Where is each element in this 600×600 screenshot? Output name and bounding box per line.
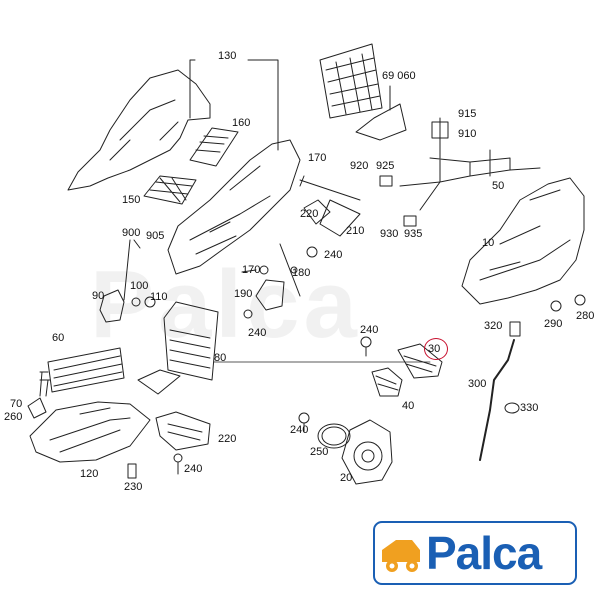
part-220-vent bbox=[155, 411, 211, 451]
part-69060-panel bbox=[319, 43, 383, 119]
part-190-motor bbox=[255, 279, 285, 311]
part-label-69060: 69 060 bbox=[382, 70, 416, 82]
part-label-220: 220 bbox=[300, 208, 319, 220]
part-label-30: 30 bbox=[428, 343, 441, 355]
part-label-20: 20 bbox=[340, 472, 353, 484]
part-130-duct bbox=[67, 69, 211, 191]
part-80-evaporator bbox=[163, 301, 219, 381]
part-label-190: 190 bbox=[234, 288, 253, 300]
part-label-110: 110 bbox=[150, 291, 168, 303]
part-label-160: 160 bbox=[232, 117, 251, 129]
part-label-120: 120 bbox=[80, 468, 99, 480]
part-20-blower bbox=[341, 419, 393, 485]
part-40-resistor bbox=[371, 367, 403, 397]
part-label-260: 260 bbox=[4, 411, 23, 423]
part-label-920: 920 bbox=[350, 160, 369, 172]
part-label-330: 330 bbox=[520, 402, 539, 414]
part-label-70: 70 bbox=[10, 398, 23, 410]
part-label-240a: 240 bbox=[324, 249, 343, 261]
part-50-harness bbox=[399, 149, 541, 211]
part-label-100: 100 bbox=[130, 280, 149, 292]
callout-line-130 bbox=[189, 59, 279, 151]
part-label-90: 90 bbox=[92, 290, 105, 302]
part-label-930: 930 bbox=[380, 228, 399, 240]
part-60-heater-core bbox=[47, 347, 125, 393]
part-160-filter bbox=[189, 127, 239, 167]
logo-frame bbox=[373, 521, 577, 585]
part-label-910: 910 bbox=[458, 128, 477, 140]
highlight-ring bbox=[424, 338, 448, 360]
part-label-240e: 240 bbox=[184, 463, 203, 475]
part-label-180: 180 bbox=[292, 267, 311, 279]
part-300-pipe bbox=[479, 339, 515, 461]
part-label-40: 40 bbox=[402, 400, 415, 412]
part-label-320: 320 bbox=[484, 320, 503, 332]
part-label-150: 150 bbox=[122, 194, 141, 206]
part-label-130: 130 bbox=[218, 50, 237, 62]
part-housing-center bbox=[167, 139, 301, 275]
part-250-ring bbox=[317, 423, 351, 449]
part-label-60: 60 bbox=[52, 332, 65, 344]
part-70-gasket bbox=[27, 397, 47, 419]
part-label-240d: 240 bbox=[290, 424, 309, 436]
part-label-240c: 240 bbox=[248, 327, 267, 339]
part-label-935: 935 bbox=[404, 228, 423, 240]
part-label-300: 300 bbox=[468, 378, 487, 390]
part-label-220b: 220 bbox=[218, 433, 237, 445]
watermark: Palca bbox=[90, 251, 361, 358]
part-label-230: 230 bbox=[124, 481, 143, 493]
part-label-170b: 170 bbox=[242, 264, 261, 276]
part-label-290: 290 bbox=[544, 318, 563, 330]
part-label-915: 915 bbox=[458, 108, 477, 120]
logo bbox=[373, 521, 577, 585]
part-label-80: 80 bbox=[214, 352, 227, 364]
part-label-240b: 240 bbox=[360, 324, 379, 336]
part-label-170a: 170 bbox=[308, 152, 327, 164]
logo-text: Palca bbox=[426, 527, 542, 579]
car-icon bbox=[382, 540, 420, 562]
part-30-regulator bbox=[397, 343, 443, 379]
part-10-housing bbox=[461, 177, 585, 305]
part-210-rod bbox=[299, 175, 361, 201]
part-150-grid bbox=[143, 175, 197, 205]
part-label-925: 925 bbox=[376, 160, 395, 172]
part-label-900: 900 bbox=[122, 227, 141, 239]
part-900-actuator bbox=[99, 289, 125, 323]
part-330-grommet bbox=[504, 402, 520, 414]
part-label-210: 210 bbox=[346, 225, 365, 237]
part-label-905: 905 bbox=[146, 230, 165, 242]
part-label-10: 10 bbox=[482, 237, 495, 249]
part-label-250: 250 bbox=[310, 446, 329, 458]
part-label-280: 280 bbox=[576, 310, 595, 322]
part-label-50: 50 bbox=[492, 180, 505, 192]
part-120-lower-housing bbox=[29, 401, 151, 463]
